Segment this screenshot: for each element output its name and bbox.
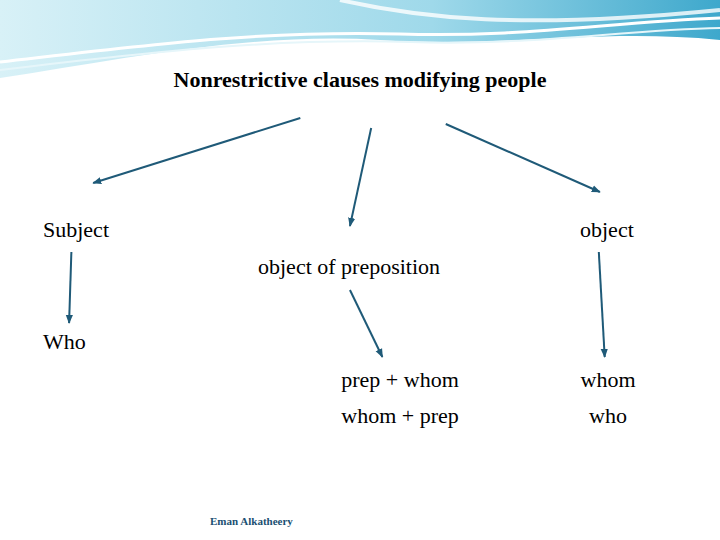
header-wave (0, 0, 720, 78)
wave-stripe (340, 0, 720, 20)
node-text: who (581, 398, 636, 434)
diagram-title: Nonrestrictive clauses modifying people (174, 67, 547, 93)
node-text: Subject (43, 217, 109, 243)
tree-arrow (446, 124, 600, 192)
tree-arrow (350, 290, 382, 357)
wave-stripe (0, 28, 720, 70)
node-text: object (580, 217, 634, 243)
node-text: whom (581, 362, 636, 398)
pronoun-label: Who (43, 329, 86, 355)
category-label: object (580, 217, 634, 243)
node-text: Nonrestrictive clauses modifying people (174, 67, 547, 93)
pronoun-list: whomwho (581, 362, 636, 434)
node-text: whom + prep (341, 398, 459, 434)
node-text: Who (43, 329, 86, 355)
tree-arrow (93, 118, 300, 183)
category-label: Subject (43, 217, 109, 243)
wave-stripe (0, 18, 720, 62)
node-text: prep + whom (341, 362, 459, 398)
category-label: object of preposition (258, 254, 440, 280)
author-label: Eman Alkatheery (210, 515, 293, 527)
tree-arrow (69, 252, 71, 323)
node-text: object of preposition (258, 254, 440, 280)
pronoun-list: prep + whomwhom + prep (341, 362, 459, 434)
tree-arrow (599, 252, 605, 357)
tree-arrow (350, 128, 371, 226)
